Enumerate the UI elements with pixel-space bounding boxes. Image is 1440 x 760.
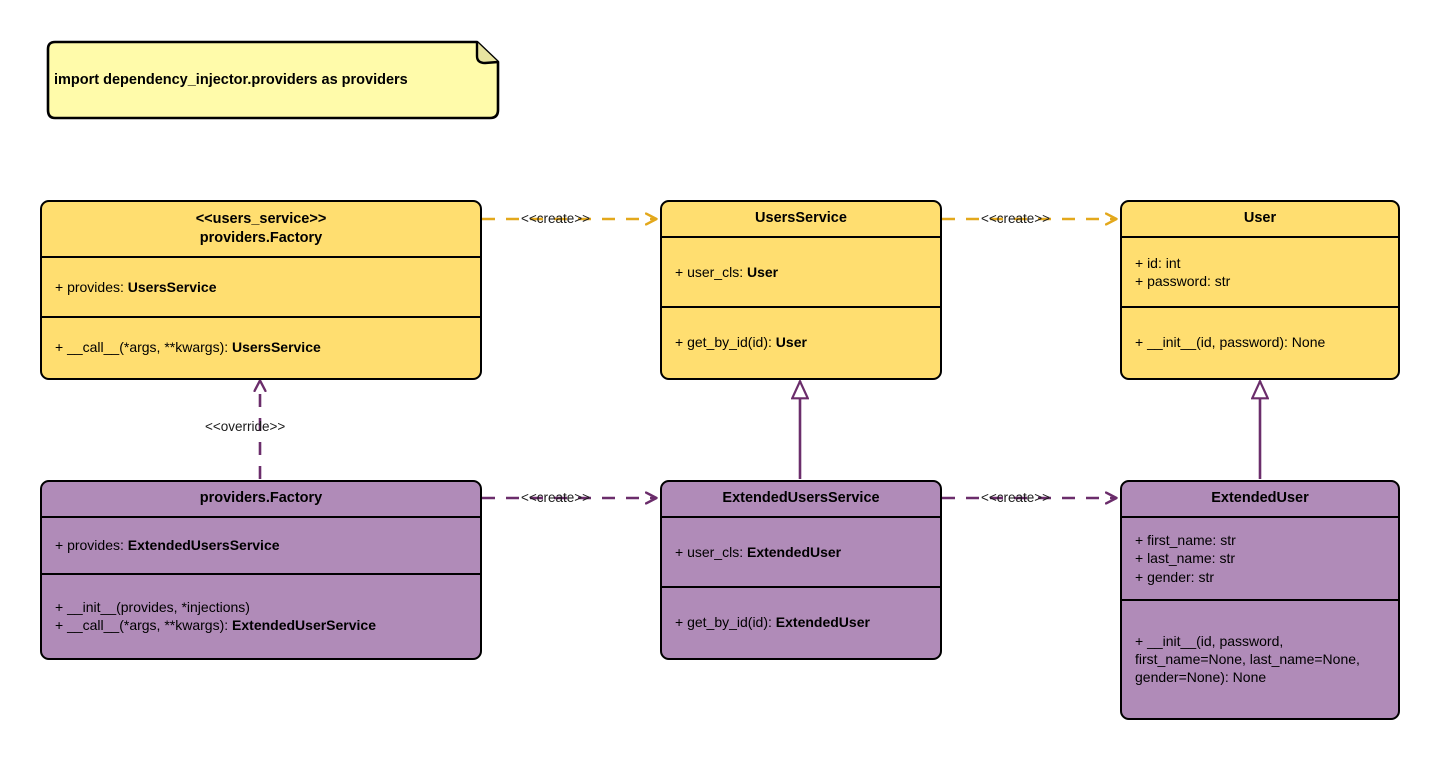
class-methods-extended-users-service-factory: + __init__(provides, *injections) + __ca… xyxy=(42,575,480,657)
class-box-extended-user[interactable]: ExtendedUser + first_name: str + last_na… xyxy=(1120,480,1400,720)
class-name: ExtendedUsersService xyxy=(722,490,880,507)
note-text: import dependency_injector.providers as … xyxy=(54,71,408,88)
attribute-row: + gender: str xyxy=(1135,568,1214,585)
class-name: ExtendedUser xyxy=(1211,490,1309,507)
class-attributes-extended-users-service: + user_cls: ExtendedUser xyxy=(662,518,940,588)
class-box-extended-users-service[interactable]: ExtendedUsersService + user_cls: Extende… xyxy=(660,480,942,660)
attribute-row: + provides: UsersService xyxy=(55,278,217,295)
edge-label-create-bottom-left: <<create>> xyxy=(521,490,591,505)
class-attributes-extended-users-service-factory: + provides: ExtendedUsersService xyxy=(42,518,480,575)
class-methods-extended-user: + __init__(id, password, first_name=None… xyxy=(1122,601,1398,717)
class-name: UsersService xyxy=(755,210,847,227)
attribute-row: + first_name: str xyxy=(1135,532,1236,549)
class-header-users-service-factory: <<users_service>> providers.Factory xyxy=(42,202,480,258)
class-methods-user: + __init__(id, password): None xyxy=(1122,308,1398,377)
note-shape xyxy=(46,40,500,120)
class-box-user[interactable]: User + id: int + password: str + __init_… xyxy=(1120,200,1400,380)
method-row: + __call__(*args, **kwargs): UsersServic… xyxy=(55,339,321,356)
class-header-users-service: UsersService xyxy=(662,202,940,238)
attribute-row: + last_name: str xyxy=(1135,550,1235,567)
class-attributes-users-service: + user_cls: User xyxy=(662,238,940,308)
edge-label-override: <<override>> xyxy=(205,419,286,434)
method-row: + __call__(*args, **kwargs): ExtendedUse… xyxy=(55,617,376,633)
attribute-row: + provides: ExtendedUsersService xyxy=(55,537,280,554)
class-name: User xyxy=(1243,210,1277,227)
class-attributes-users-service-factory: + provides: UsersService xyxy=(42,258,480,318)
class-name: providers.Factory xyxy=(199,230,323,246)
class-box-users-service[interactable]: UsersService + user_cls: User + get_by_i… xyxy=(660,200,942,380)
class-attributes-user: + id: int + password: str xyxy=(1122,238,1398,308)
edge-label-create-bottom-right: <<create>> xyxy=(981,490,1051,505)
class-header-extended-users-service-factory: providers.Factory xyxy=(42,482,480,518)
class-box-users-service-factory[interactable]: <<users_service>> providers.Factory + pr… xyxy=(40,200,482,380)
attribute-row: + user_cls: User xyxy=(675,263,779,280)
edge-label-create-top-left: <<create>> xyxy=(521,211,591,226)
class-methods-extended-users-service: + get_by_id(id): ExtendedUser xyxy=(662,588,940,657)
method-row: + get_by_id(id): ExtendedUser xyxy=(675,614,870,631)
class-header-user: User xyxy=(1122,202,1398,238)
class-methods-users-service: + get_by_id(id): User xyxy=(662,308,940,377)
class-attributes-extended-user: + first_name: str + last_name: str + gen… xyxy=(1122,518,1398,601)
method-row: + __init__(id, password, first_name=None… xyxy=(1135,632,1360,686)
attribute-row: + password: str xyxy=(1135,273,1231,289)
attribute-row: + user_cls: ExtendedUser xyxy=(675,543,842,560)
class-stereotype: <<users_service>> xyxy=(195,210,327,227)
edge-label-create-top-right: <<create>> xyxy=(981,211,1051,226)
class-methods-users-service-factory: + __call__(*args, **kwargs): UsersServic… xyxy=(42,318,480,377)
method-row: + __init__(provides, *injections) xyxy=(55,598,250,615)
attribute-row: + id: int xyxy=(1135,254,1181,271)
note-import: import dependency_injector.providers as … xyxy=(40,40,500,120)
class-header-extended-users-service: ExtendedUsersService xyxy=(662,482,940,518)
method-row: + __init__(id, password): None xyxy=(1135,334,1326,351)
class-header-extended-user: ExtendedUser xyxy=(1122,482,1398,518)
class-box-extended-users-service-factory[interactable]: providers.Factory + provides: ExtendedUs… xyxy=(40,480,482,660)
class-name: providers.Factory xyxy=(199,490,323,507)
method-row: + get_by_id(id): User xyxy=(675,334,807,351)
